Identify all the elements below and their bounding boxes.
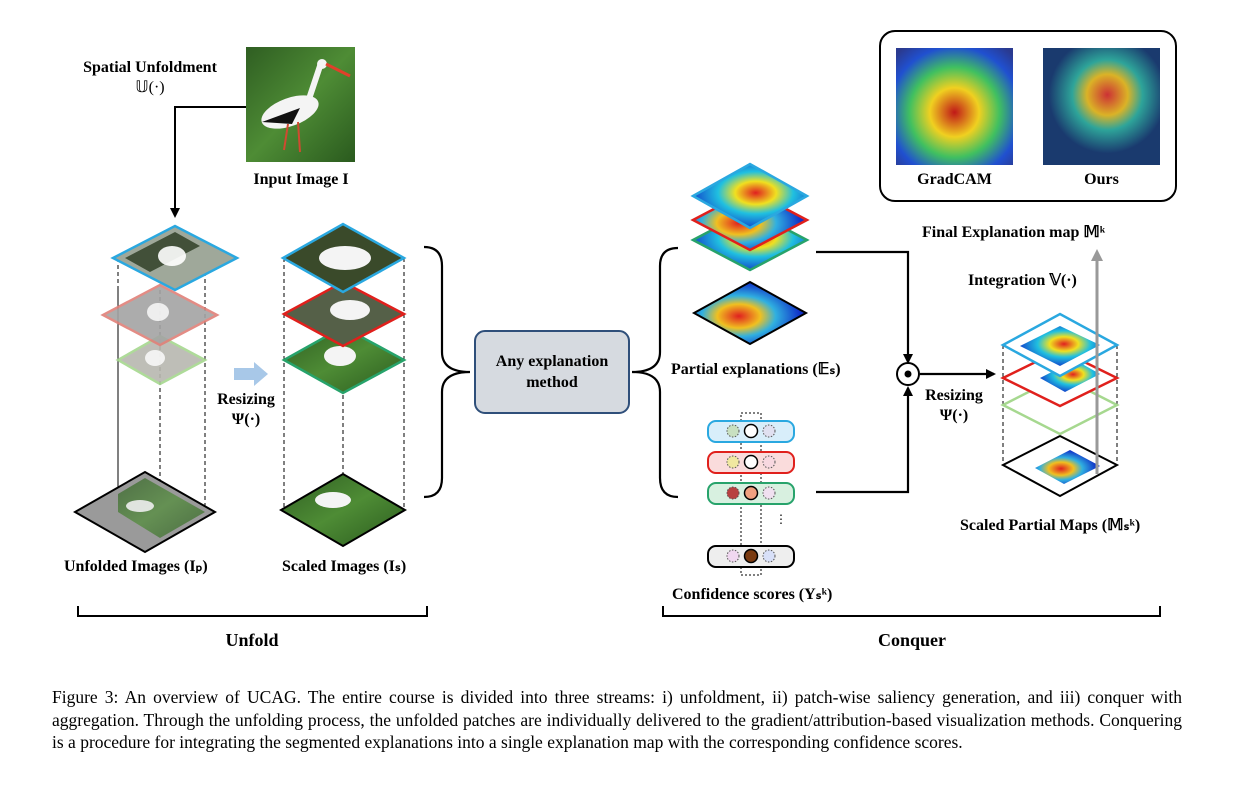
resizing-right-symbol: Ψ(·) <box>939 407 969 424</box>
comparison-inset <box>879 30 1177 202</box>
scaled-images-stack <box>279 222 407 548</box>
figure-caption: Figure 3: An overview of UCAG. The entir… <box>52 687 1182 752</box>
scaled-partial-maps-label: Scaled Partial Maps (𝕄ₛᵏ) <box>960 517 1141 534</box>
spatial-unfoldment-label: Spatial Unfoldment <box>83 59 217 76</box>
explanations-to-odot-arrow <box>816 250 913 364</box>
input-image <box>246 47 355 162</box>
integration-label: Integration 𝕍(·) <box>968 272 1077 289</box>
resizing-left-symbol: Ψ(·) <box>231 411 261 428</box>
confidence-scores <box>707 412 795 576</box>
partial-explanations-stack <box>690 162 810 346</box>
scaled-to-method-bracket <box>423 245 471 499</box>
vertical-ellipsis: ⋮ <box>775 512 787 526</box>
conquer-label: Conquer <box>877 630 946 650</box>
scores-to-odot-arrow <box>816 386 913 494</box>
unfolded-images-stack <box>72 224 240 554</box>
scaled-images-label: Scaled Images (Iₛ) <box>282 558 407 575</box>
resize-arrow-left <box>234 362 268 386</box>
resizing-left-label: Resizing <box>217 391 275 408</box>
unfold-label: Unfold <box>225 630 279 650</box>
conquer-brace <box>662 606 1161 617</box>
input-image-label: Input Image I <box>253 171 349 188</box>
scaled-partial-maps-stack <box>1000 312 1120 498</box>
resizing-right-label: Resizing <box>925 387 983 404</box>
spatial-unfoldment-symbol: 𝕌(·) <box>135 79 165 96</box>
partial-explanations-label: Partial explanations (𝔼ₛ) <box>671 361 841 378</box>
method-to-outputs-bracket <box>631 246 679 499</box>
unfolded-images-label: Unfolded Images (Iₚ) <box>64 558 208 575</box>
gradcam-image <box>896 48 1013 165</box>
ours-image <box>1043 48 1160 165</box>
gradcam-label: GradCAM <box>917 171 992 188</box>
confidence-scores-label: Confidence scores (Yₛᵏ) <box>672 586 833 603</box>
unfold-brace <box>77 606 428 617</box>
ours-label: Ours <box>1084 171 1119 188</box>
explanation-method-box: Any explanation method <box>474 330 630 414</box>
unfold-arrow <box>170 106 246 218</box>
final-explanation-map-label: Final Explanation map 𝕄ᵏ <box>922 224 1106 241</box>
